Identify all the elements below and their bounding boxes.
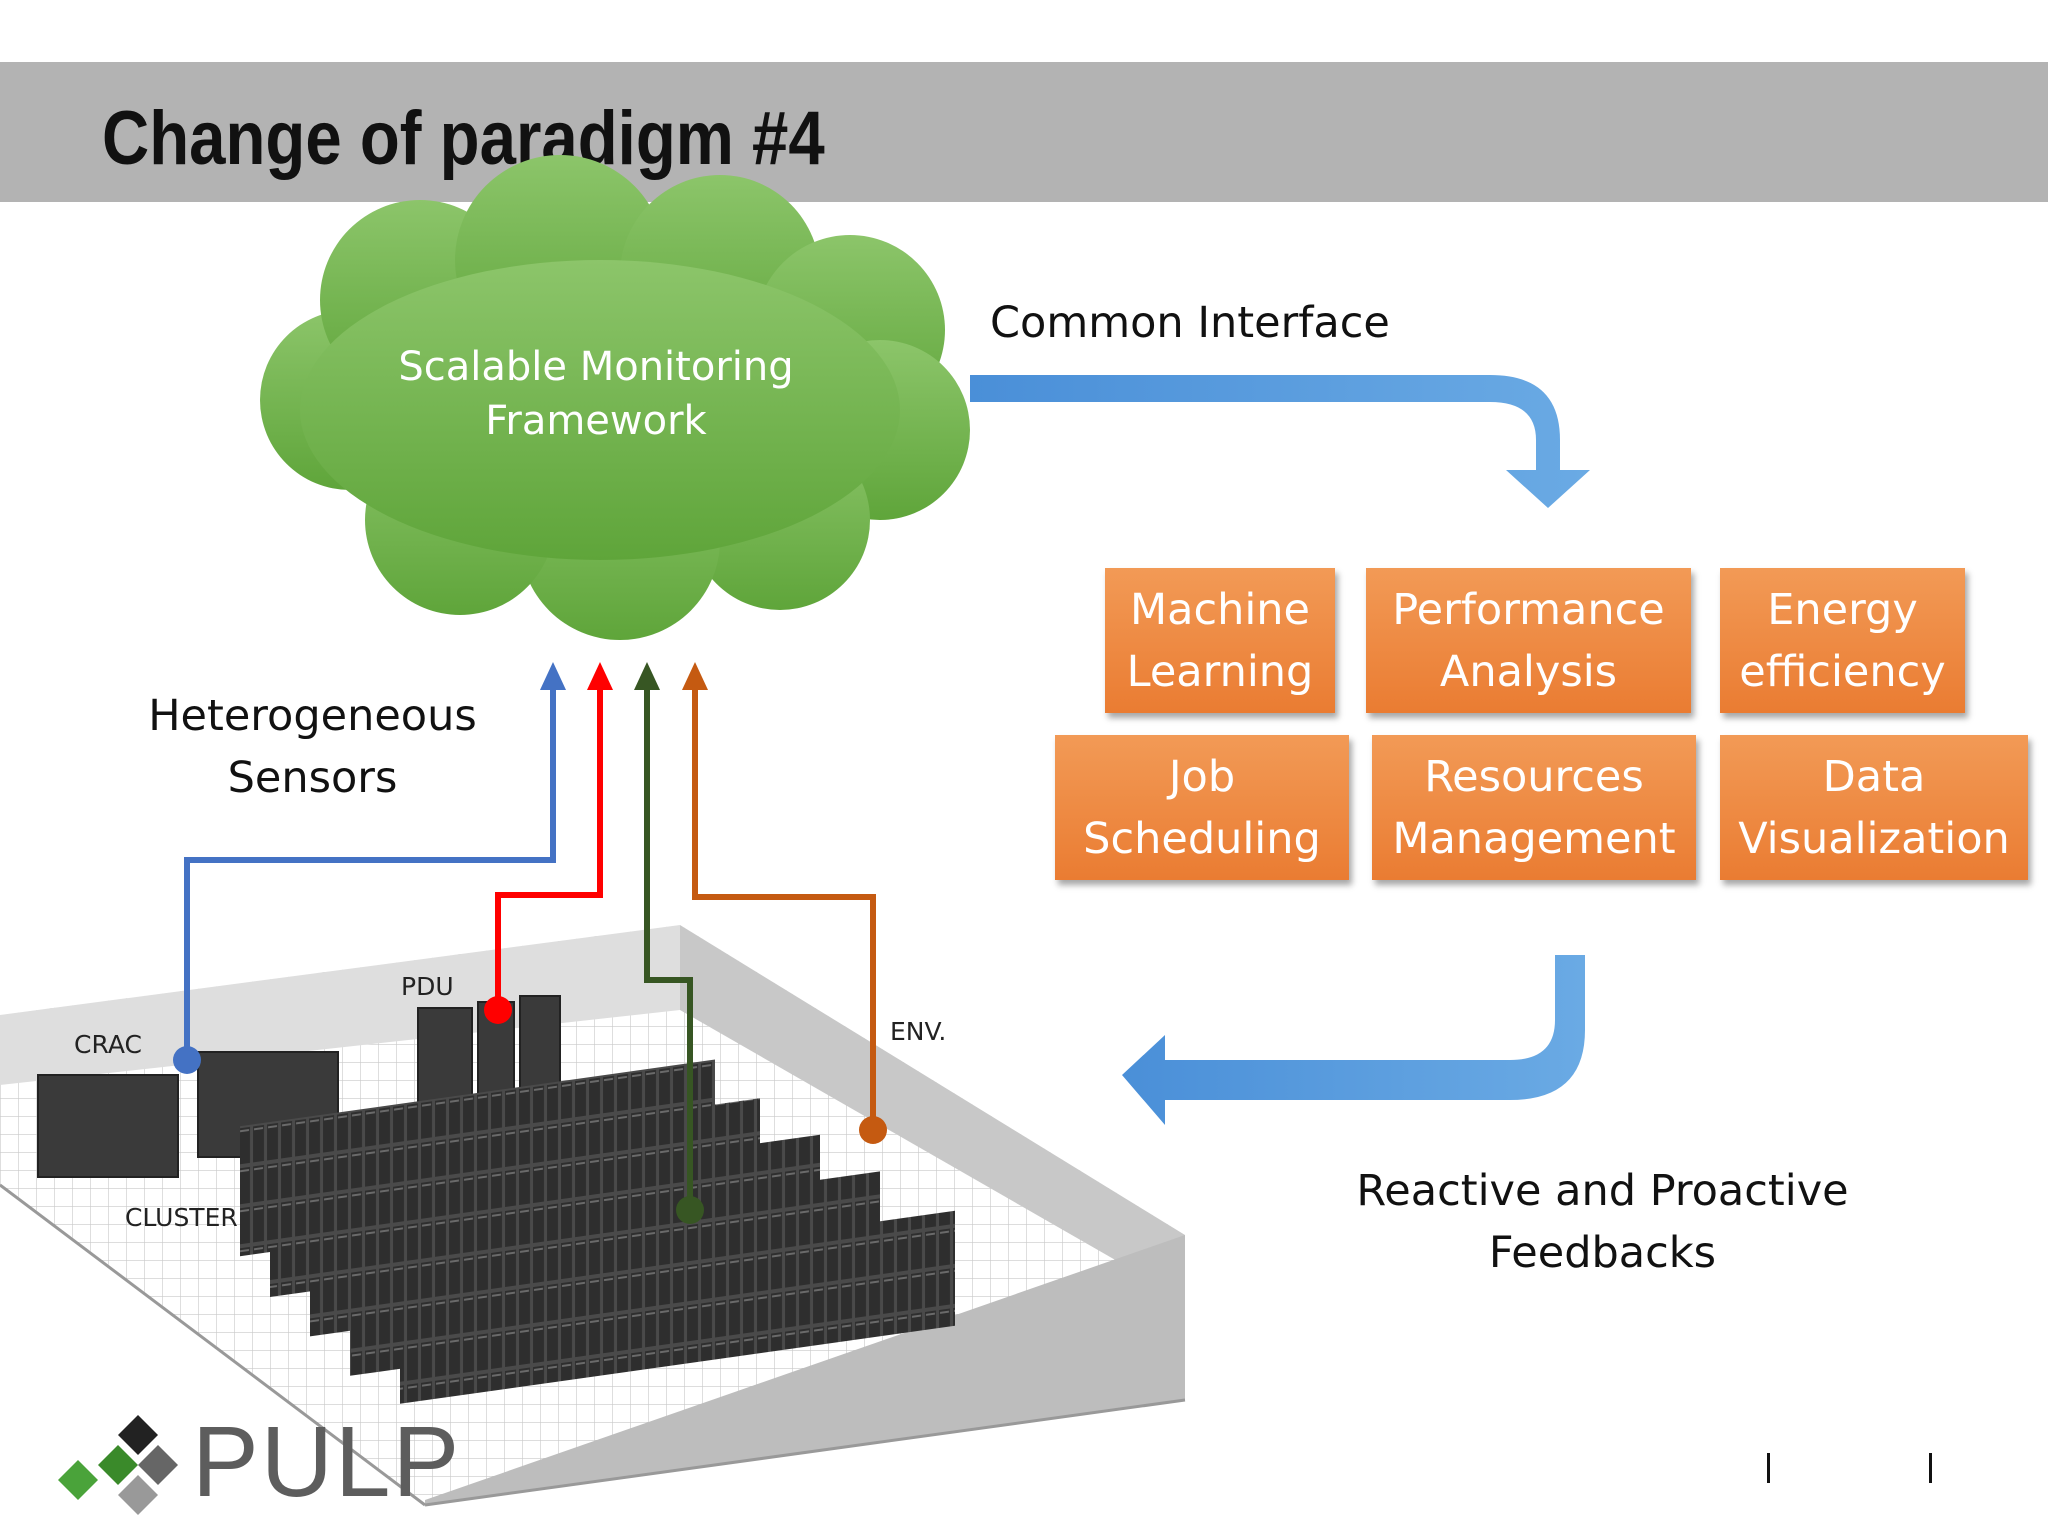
feedbacks-label: Reactive and Proactive Feedbacks (1340, 1160, 1865, 1284)
heterogeneous-line2: Sensors (227, 753, 398, 803)
cloud-label: Scalable Monitoring Framework (300, 340, 892, 448)
cluster-label: CLUSTER (125, 1203, 238, 1232)
sensor-line-orange (682, 662, 887, 1144)
pdu-label: PDU (401, 972, 454, 1001)
crac-label: CRAC (74, 1030, 142, 1059)
heterogeneous-line1: Heterogeneous (148, 691, 477, 741)
feedback-line2: Feedbacks (1488, 1228, 1717, 1278)
cloud-shape (260, 155, 970, 640)
cloud-label-line2: Framework (485, 398, 707, 444)
common-interface-label: Common Interface (990, 298, 1390, 348)
title-bar (0, 62, 2048, 202)
feedback-arrow (1122, 955, 1585, 1125)
heterogeneous-sensors-label: Heterogeneous Sensors (120, 685, 505, 809)
sensor-line-green (634, 662, 704, 1224)
sensor-line-red (484, 662, 613, 1024)
env-label: ENV. (890, 1017, 947, 1046)
footer-divider-right (1929, 1453, 1932, 1483)
feedback-line1: Reactive and Proactive (1356, 1166, 1849, 1216)
datacenter-room (0, 925, 1186, 1507)
cloud-label-line1: Scalable Monitoring (398, 344, 794, 390)
pulp-logo-text: PULP (192, 1406, 462, 1518)
page-title: Change of paradigm #4 (102, 96, 825, 181)
pulp-logo-icon (58, 1415, 178, 1515)
common-interface-arrow (970, 375, 1590, 508)
sensor-line-blue (173, 662, 566, 1074)
footer-divider-left (1767, 1453, 1770, 1483)
